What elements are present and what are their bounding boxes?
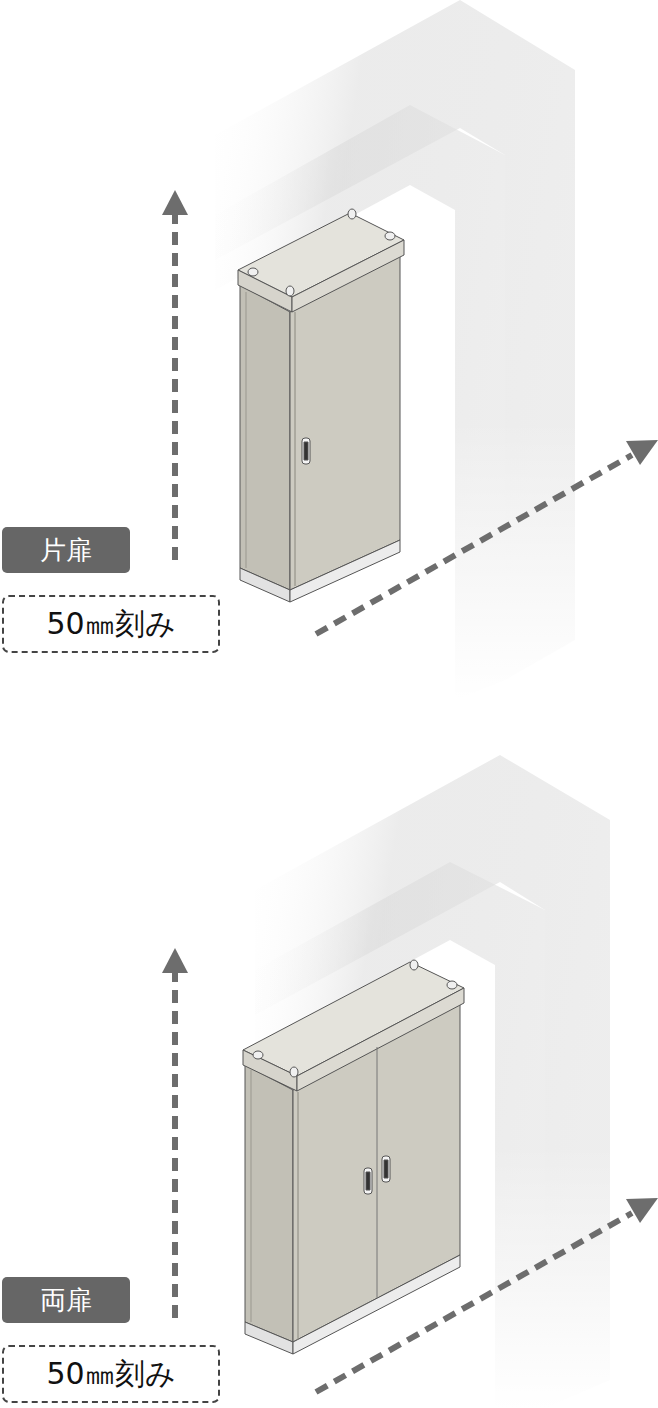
- size-range-shading: [240, 750, 640, 1408]
- size-range-shading: [200, 0, 600, 700]
- height-arrow: [172, 973, 178, 1318]
- node-label: 片扉: [40, 533, 92, 568]
- height-arrow: [172, 215, 178, 560]
- double-door-cabinet: [243, 960, 464, 1354]
- node-label: 両扉: [40, 1283, 92, 1318]
- size-step-box: 50㎜刻み: [2, 595, 220, 653]
- door-type-badge: 片扉: [2, 527, 130, 573]
- node-label: 50㎜刻み: [46, 604, 175, 645]
- node-label: 50㎜刻み: [46, 1354, 175, 1395]
- door-type-badge: 両扉: [2, 1277, 130, 1323]
- size-step-box: 50㎜刻み: [2, 1345, 220, 1403]
- single-door-cabinet: [238, 209, 404, 602]
